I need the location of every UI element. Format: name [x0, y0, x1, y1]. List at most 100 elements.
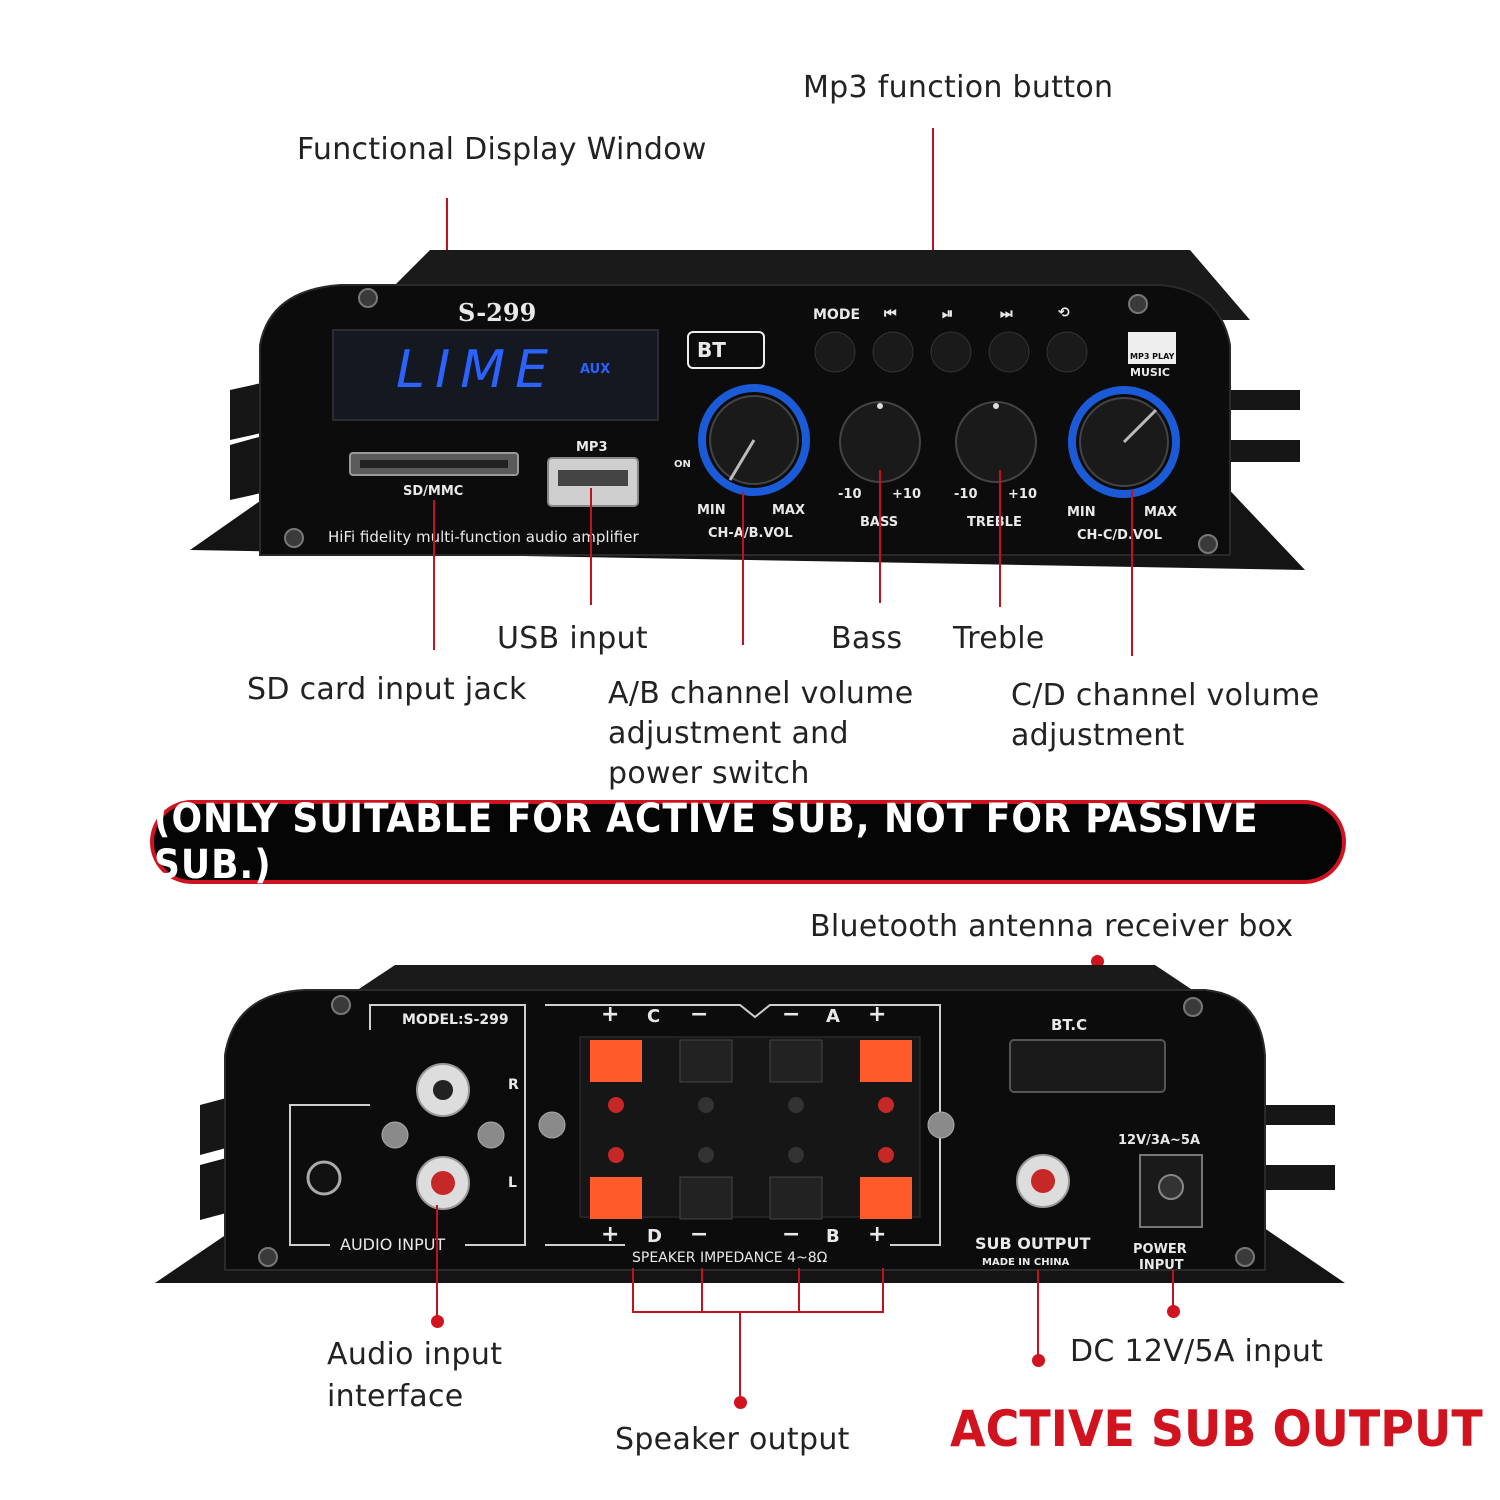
leader-sd	[433, 500, 435, 650]
button-next	[988, 331, 1030, 373]
leader-speaker-c	[632, 1268, 634, 1313]
terminal-a-plus	[860, 1040, 912, 1082]
callout-bluetooth-box: Bluetooth antenna receiver box	[810, 909, 1294, 944]
btc-box	[1009, 1039, 1166, 1093]
dc-rating-label: 12V/3A~5A	[1118, 1133, 1201, 1148]
rca-r-label: R	[508, 1077, 519, 1093]
screw	[1128, 294, 1148, 314]
leader-usb	[590, 488, 592, 605]
knob-treble-label: TREBLE	[967, 515, 1022, 530]
knob-cd-label: CH-C/D.VOL	[1077, 528, 1163, 543]
leader-dc-input	[1172, 1270, 1174, 1310]
knob-bass-high: +10	[892, 487, 921, 502]
bt-badge	[687, 331, 765, 369]
terminal-c-minus	[679, 1039, 733, 1083]
knob-ab-min: MIN	[697, 503, 726, 518]
leader-speaker-a	[798, 1268, 800, 1313]
leader-speaker-d	[701, 1268, 703, 1313]
terminal-label-c-minus: −	[690, 1002, 709, 1027]
callout-treble: Treble	[953, 621, 1045, 656]
front-panel	[190, 250, 1305, 570]
leader-audio-input	[436, 1205, 438, 1320]
leader-speaker-bar	[632, 1311, 884, 1313]
active-sub-output-label: ACTIVE SUB OUTPUT	[950, 1400, 1483, 1458]
audio-input-label: AUDIO INPUT	[340, 1235, 446, 1254]
button-play	[930, 331, 972, 373]
screw	[538, 1111, 566, 1139]
callout-speaker-output: Speaker output	[615, 1422, 850, 1457]
screw	[927, 1111, 955, 1139]
tagline: HiFi fidelity multi-function audio ampli…	[328, 528, 639, 546]
dot-dc-input	[1167, 1305, 1180, 1318]
impedance-label: SPEAKER IMPEDANCE 4~8Ω	[632, 1250, 828, 1266]
heatsink-fin	[1255, 1105, 1335, 1125]
display-window	[332, 329, 659, 421]
leader-speaker-drop	[739, 1311, 741, 1396]
terminal-label-d-plus: +	[601, 1222, 620, 1247]
button-label-prev: ⏮	[884, 306, 897, 322]
screw	[331, 995, 351, 1015]
button-label-play: ⏯	[942, 306, 954, 322]
knob-ab-ring	[698, 384, 810, 496]
terminal-label-a-plus: +	[868, 1002, 887, 1027]
active-sub-banner: (ONLY SUITABLE FOR ACTIVE SUB, NOT FOR P…	[150, 796, 1346, 888]
input-label: INPUT	[1139, 1258, 1184, 1273]
music-label: MUSIC	[1130, 366, 1170, 379]
terminal-label-d-minus: −	[690, 1222, 709, 1247]
dot-audio-input	[431, 1315, 444, 1328]
audio-input-frame	[289, 1004, 526, 1246]
screw	[258, 1247, 278, 1267]
terminal-label-b-minus: −	[782, 1222, 801, 1247]
terminal-label-d: D	[647, 1226, 662, 1247]
screw	[381, 1121, 409, 1149]
aux-jack	[306, 1160, 342, 1196]
rear-model-label: MODEL:S-299	[402, 1012, 509, 1028]
callout-mp3-function-button: Mp3 function button	[803, 70, 1114, 105]
button-prev	[872, 331, 914, 373]
callout-dc-input: DC 12V/5A input	[1070, 1334, 1324, 1369]
rca-l-label: L	[508, 1175, 517, 1191]
terminal-label-c: C	[647, 1006, 661, 1027]
terminal-label-b: B	[826, 1226, 840, 1247]
button-label-mode: MODE	[813, 307, 861, 323]
leader-mp3	[932, 128, 934, 306]
screw	[358, 288, 378, 308]
terminal-a-minus	[769, 1039, 823, 1083]
heatsink-fin	[1220, 440, 1300, 462]
heatsink-fin	[1255, 1165, 1335, 1190]
dot-sub-output	[1032, 1354, 1045, 1367]
usb-label: MP3	[576, 440, 608, 455]
dot-bluetooth	[1091, 955, 1104, 968]
button-repeat	[1046, 331, 1088, 373]
terminal-label-a: A	[826, 1006, 840, 1027]
callout-ab-volume: A/B channel volume adjustment and power …	[608, 676, 914, 791]
terminal-c-plus	[590, 1040, 642, 1082]
sub-output-label: SUB OUTPUT	[975, 1234, 1091, 1253]
knob-cd-min: MIN	[1067, 505, 1096, 520]
callout-bass: Bass	[831, 621, 903, 656]
mp3-play-logo	[1128, 332, 1176, 364]
power-label: POWER	[1133, 1242, 1187, 1257]
terminal-label-a-minus: −	[782, 1002, 801, 1027]
terminal-d-plus	[590, 1177, 642, 1219]
leader-bass	[879, 470, 881, 603]
heatsink-fin	[1220, 390, 1300, 410]
terminal-d-minus	[679, 1176, 733, 1220]
terminal-b-minus	[769, 1176, 823, 1220]
screw	[1198, 534, 1218, 554]
banner-text: (ONLY SUITABLE FOR ACTIVE SUB, NOT FOR P…	[154, 796, 1259, 888]
made-in-label: MADE IN CHINA	[982, 1257, 1070, 1268]
knob-treble-high: +10	[1008, 487, 1037, 502]
terminal-label-b-plus: +	[868, 1222, 887, 1247]
knob-treble	[955, 401, 1037, 483]
leader-sub-output	[1037, 1270, 1039, 1356]
leader-cd	[1131, 490, 1133, 656]
knob-cd-max: MAX	[1144, 505, 1178, 520]
screw	[284, 528, 304, 548]
terminal-label-c-plus: +	[601, 1002, 620, 1027]
button-mode	[814, 331, 856, 373]
knob-treble-low: -10	[954, 487, 978, 502]
knob-ab-max: MAX	[772, 503, 806, 518]
btc-label: BT.C	[1051, 1016, 1088, 1034]
screw	[1235, 1247, 1255, 1267]
